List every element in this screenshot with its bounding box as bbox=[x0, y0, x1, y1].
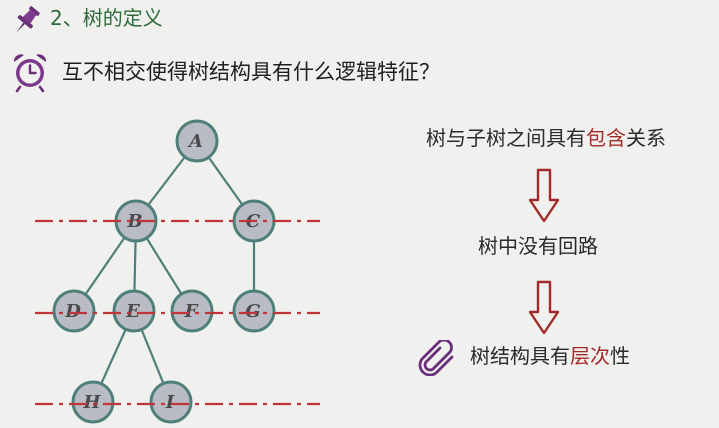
question-text: 互不相交使得树结构具有什么逻辑特征？ bbox=[62, 60, 440, 84]
node-g-label: G bbox=[245, 301, 260, 322]
node-f-circle bbox=[170, 289, 214, 333]
down-arrow-icon bbox=[528, 280, 560, 335]
statement-no-cycle: 树中没有回路 bbox=[478, 234, 598, 258]
statement-containment: 树与子树之间具有包含关系 bbox=[426, 126, 666, 150]
node-e-circle bbox=[112, 289, 156, 333]
slide-title: 2、树的定义 bbox=[50, 6, 163, 30]
node-a-circle bbox=[175, 119, 219, 163]
node-i-circle bbox=[149, 380, 193, 424]
node-i-label: I bbox=[165, 392, 175, 413]
node-e-label: E bbox=[125, 301, 140, 322]
alarm-clock-icon bbox=[13, 54, 47, 93]
statement-hierarchy: 树结构具有层次性 bbox=[470, 344, 630, 368]
highlight-hierarchy: 层次 bbox=[570, 344, 610, 368]
pushpin-icon bbox=[16, 6, 40, 33]
node-d-label: D bbox=[64, 301, 81, 322]
node-h-label: H bbox=[82, 392, 101, 413]
node-b-label: B bbox=[126, 211, 142, 232]
node-g-circle bbox=[232, 289, 276, 333]
tree-edges bbox=[73, 140, 256, 403]
node-f-label: F bbox=[184, 301, 199, 322]
node-a-label: A bbox=[187, 131, 203, 152]
node-d-circle bbox=[52, 289, 96, 333]
paperclip-icon bbox=[418, 340, 454, 376]
tree-diagram: A B C D E F G H I bbox=[35, 119, 320, 424]
down-arrow-icon bbox=[528, 168, 560, 223]
highlight-containment: 包含 bbox=[586, 126, 626, 150]
node-h-circle bbox=[71, 380, 115, 424]
